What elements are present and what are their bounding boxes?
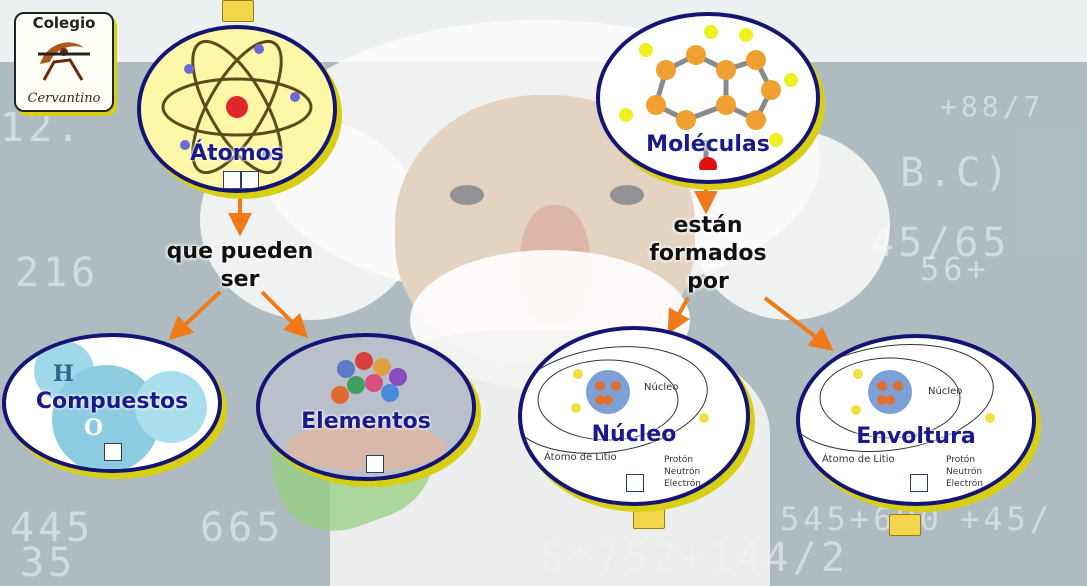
legend: Protón Neutrón Electrón <box>664 454 701 490</box>
chalk-text: 12. <box>0 105 85 151</box>
nucleus-diagram-label: Núcleo <box>928 386 963 397</box>
legend-item: Electrón <box>946 479 983 489</box>
node-compuestos[interactable]: H O Compuestos <box>2 333 222 473</box>
link-phrase-line: están <box>673 213 743 238</box>
lithium-atom-icon <box>800 344 995 452</box>
link-phrase-que-pueden-ser: que pueden ser <box>150 238 330 294</box>
chalk-text: +45/ <box>960 500 1054 538</box>
arrow-to-compuestos <box>168 290 222 341</box>
chalk-text: 45/65 <box>870 220 1011 266</box>
chalk-text: 56+ <box>920 250 990 288</box>
legend-item: Electrón <box>664 479 701 489</box>
professor-eye <box>610 185 644 205</box>
lithium-atom-icon <box>522 346 709 454</box>
nucleus-diagram-label: Núcleo <box>644 382 679 393</box>
arrow-to-envoltura <box>763 296 834 351</box>
arrow-to-nucleo <box>667 297 690 335</box>
logo-text-bottom: Cervantino <box>27 91 101 106</box>
logo-text-top: Colegio <box>32 14 96 32</box>
node-label: Envoltura <box>856 424 976 449</box>
svg-text:H: H <box>53 361 74 387</box>
link-phrase-line: por <box>687 269 729 294</box>
chalk-text: B.C) <box>900 150 1013 196</box>
elements-spheres-icon <box>286 352 446 471</box>
node-label: Átomos <box>190 141 284 166</box>
professor-eye <box>450 185 484 205</box>
image-icon[interactable] <box>910 474 928 492</box>
note-icon[interactable] <box>889 514 921 536</box>
node-label: Elementos <box>301 409 431 434</box>
chalk-text: 216 <box>15 250 100 296</box>
legend-item: Neutrón <box>664 467 701 477</box>
node-atomos[interactable]: Átomos <box>137 25 337 193</box>
water-molecule-icon: H O <box>34 341 207 469</box>
film-icon[interactable] <box>241 171 259 189</box>
link-phrase-estan-formados-por: están formados por <box>628 212 788 296</box>
molecule-icon <box>619 25 798 170</box>
legend-item: Protón <box>664 455 694 465</box>
link-phrase-line: que pueden <box>166 239 314 264</box>
chalk-text: 445 <box>10 505 95 551</box>
note-icon[interactable] <box>633 507 665 529</box>
image-icon[interactable] <box>223 171 241 189</box>
arrow-to-elementos <box>260 290 309 339</box>
node-label: Moléculas <box>646 132 770 157</box>
school-logo: Colegio Cervantino <box>14 12 114 112</box>
atom-diagram-label: Átomo de Litio <box>544 452 617 463</box>
legend-item: Neutrón <box>946 467 983 477</box>
diagram-icon[interactable] <box>366 455 384 473</box>
node-label: Compuestos <box>35 389 189 414</box>
node-label: Núcleo <box>591 422 677 447</box>
chalk-text: 665 <box>200 505 285 551</box>
link-phrase-line: formados <box>649 241 767 266</box>
link-phrase-line: ser <box>220 267 260 292</box>
chalk-text: 35 <box>20 540 77 586</box>
image-icon[interactable] <box>626 474 644 492</box>
node-envoltura[interactable]: Núcleo Átomo de Litio Protón Neutrón Ele… <box>796 334 1036 506</box>
atom-diagram-label: Átomo de Litio <box>822 454 895 465</box>
chalk-text: +88/7 <box>940 90 1045 123</box>
node-moleculas[interactable]: Moléculas <box>596 12 820 184</box>
legend-item: Protón <box>946 455 976 465</box>
atom-icon <box>161 39 313 175</box>
note-icon[interactable] <box>222 0 254 22</box>
image-icon[interactable] <box>104 443 122 461</box>
svg-text:O: O <box>84 415 103 441</box>
node-elementos[interactable]: Elementos <box>256 333 476 481</box>
node-nucleo[interactable]: Núcleo Átomo de Litio Protón Neutrón Ele… <box>518 326 750 506</box>
legend: Protón Neutrón Electrón <box>946 454 983 490</box>
horse-rider-icon <box>38 42 90 81</box>
